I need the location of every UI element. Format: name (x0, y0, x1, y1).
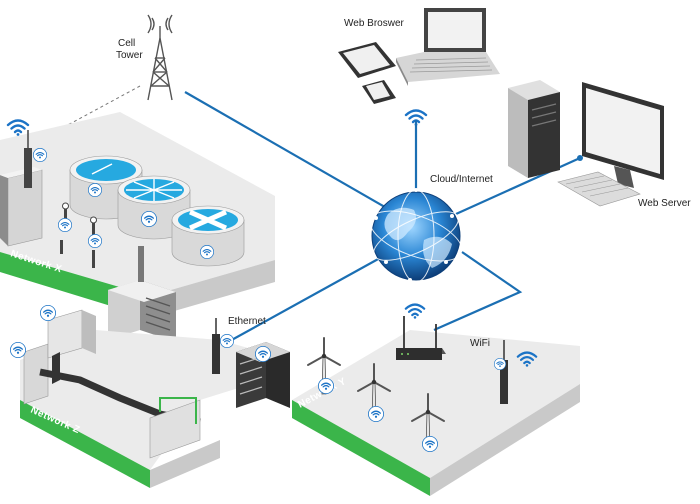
wifi-icon (88, 234, 102, 248)
wifi-icon (200, 245, 214, 259)
link-tower-cloud (184, 91, 391, 211)
wifi-icon (404, 303, 426, 319)
wifi-icon (255, 346, 271, 362)
monitor-icon (582, 82, 664, 188)
server-icon (508, 80, 560, 178)
link-cloud-ethernet (227, 257, 381, 343)
wifi-icon (10, 342, 26, 358)
wifi-icon (368, 406, 384, 422)
water-tank-3 (171, 205, 245, 267)
network-x-platform: Network X (0, 112, 275, 342)
web-browser-label: Web Broswer (344, 18, 405, 29)
wifi-icon (494, 358, 506, 370)
router-icon (396, 316, 446, 360)
keyboard-icon (557, 171, 641, 207)
wifi-icon (6, 119, 30, 136)
browser-devices (338, 8, 500, 104)
link-cloud-wifi (433, 251, 523, 332)
remote-device-y (500, 340, 508, 404)
laptop-icon (396, 8, 500, 86)
cell-tower-label-line2: Tower (116, 50, 143, 61)
control-cabinet-x (108, 246, 176, 342)
cloud-label: Cloud/Internet (430, 174, 493, 185)
web-server-label: Web Server (638, 198, 691, 209)
pipeline-z (23, 309, 201, 459)
wifi-icon (141, 211, 157, 227)
wifi-label: WiFi (470, 338, 490, 349)
ethernet-label: Ethernet (228, 316, 266, 327)
wifi-icon (88, 183, 102, 197)
wifi-icon (40, 305, 56, 321)
network-z-platform: Network Z Ethernet (10, 305, 290, 488)
cell-tower-label-line1: Cell (118, 38, 135, 49)
link-tower-networkx-dashed (39, 85, 141, 141)
building-x (0, 130, 43, 247)
phone-icon (362, 80, 396, 104)
wifi-icon (220, 334, 234, 348)
sensor-posts-x (60, 202, 97, 268)
network-y-platform: Network Y WiFi (292, 303, 580, 496)
ethernet-device (212, 318, 220, 374)
wifi-icon (33, 148, 47, 162)
wifi-icon (422, 436, 438, 452)
wifi-icon (318, 378, 334, 394)
wifi-icon (58, 218, 72, 232)
globe-icon (369, 188, 463, 283)
tablet-icon (338, 42, 396, 78)
cell-tower-icon (147, 14, 173, 101)
